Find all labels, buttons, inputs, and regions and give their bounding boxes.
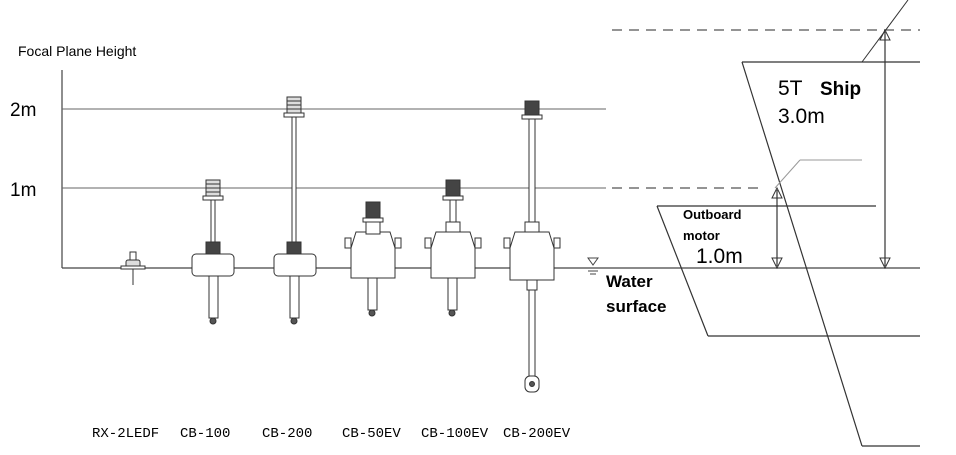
motor-height-label: 1.0m [696,245,743,268]
water-level-icon [586,257,600,275]
motor-height-arrow [771,186,783,270]
product-rx-2ledf-drawing [120,251,146,285]
ship-height-label: 3.0m [778,105,825,128]
tick-label-1m: 1m [10,180,36,201]
product-label-cb-100: CB-100 [180,426,230,442]
axis-title: Focal Plane Height [18,43,136,59]
ship-hull [741,0,920,447]
product-cb-50ev-drawing [344,201,402,317]
product-cb-100ev-drawing [424,179,482,317]
product-label-cb-200: CB-200 [262,426,312,442]
motor-boat-hull [656,205,920,337]
product-label-cb-200ev: CB-200EV [503,426,571,442]
ship-height-arrow [879,28,891,270]
product-cb-200ev-drawing [503,100,561,393]
ship-label-size: 5T [778,77,803,100]
product-cb-100-drawing [191,179,235,325]
water-label-line2: surface [606,297,666,316]
motor-label-line2: motor [683,228,720,243]
motor-leader-line [774,159,801,189]
product-label-cb-100ev: CB-100EV [421,426,489,442]
product-label-cb-50ev: CB-50EV [342,426,401,442]
ship-label-word: Ship [820,79,861,100]
water-label-line1: Water [606,272,653,291]
product-cb-200-drawing [273,96,317,325]
product-label-rx-2ledf: RX-2LEDF [92,426,159,442]
tick-label-2m: 2m [10,100,36,121]
motor-label-line1: Outboard [683,207,742,222]
